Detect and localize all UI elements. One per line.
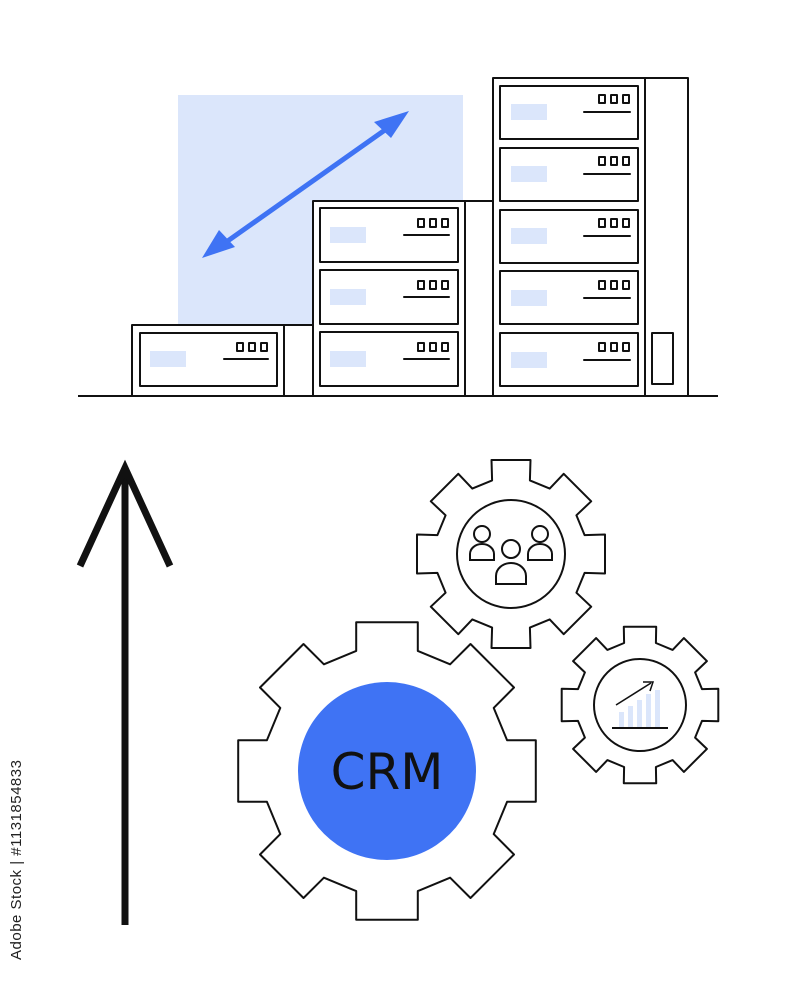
stock-id-watermark: Adobe Stock | #1131854833 [8, 759, 25, 960]
server-rack-small [131, 324, 314, 397]
crm-badge [298, 682, 476, 860]
trend-chart-icon [593, 658, 687, 752]
server-rack-medium [312, 200, 494, 397]
diagonal-double-arrow-icon [202, 111, 409, 258]
server-unit [139, 332, 278, 387]
server-unit [499, 85, 639, 140]
server-rack-tall [492, 77, 689, 397]
server-unit [319, 207, 459, 263]
server-unit [499, 270, 639, 325]
server-unit [319, 331, 459, 387]
server-unit [319, 269, 459, 325]
server-unit [499, 147, 639, 202]
crm-label: CRM [331, 743, 444, 801]
team-icon [456, 499, 566, 609]
server-unit [499, 332, 639, 387]
server-unit [499, 209, 639, 264]
up-arrow-icon [76, 459, 174, 925]
